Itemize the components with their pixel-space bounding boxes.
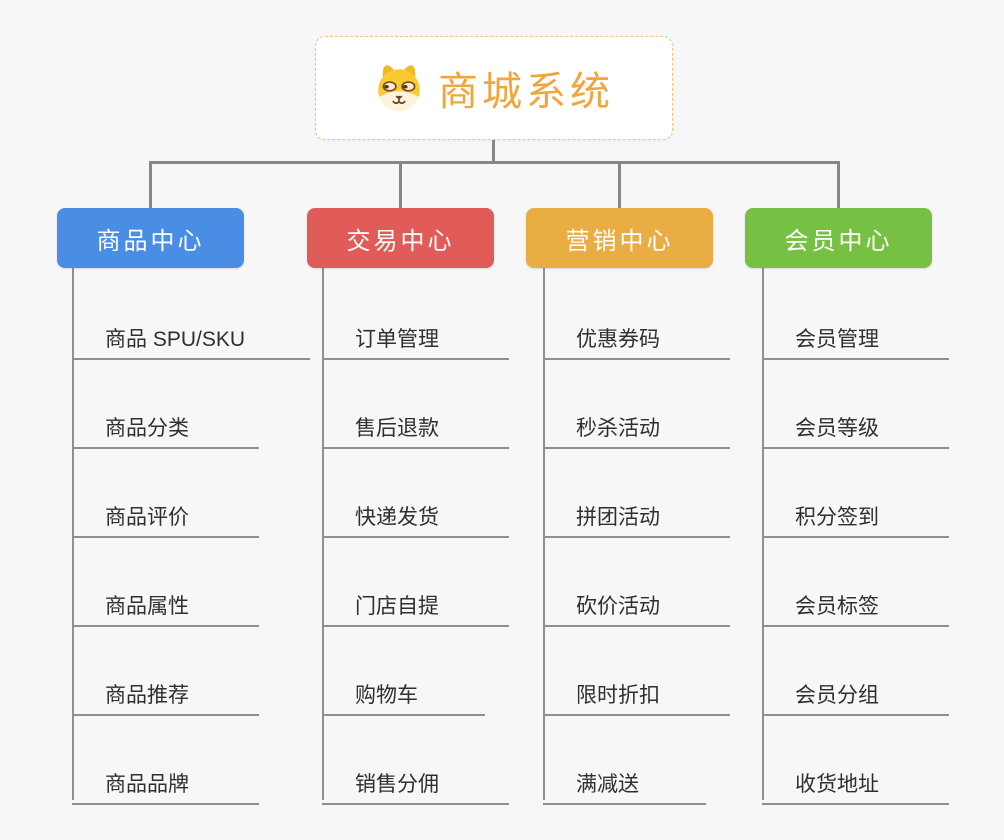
subtopic[interactable]: 订单管理 <box>322 313 509 360</box>
subtopic[interactable]: 会员等级 <box>762 402 949 449</box>
subtopic[interactable]: 收货地址 <box>762 758 949 805</box>
connector-drop-3 <box>618 161 621 208</box>
subtopic[interactable]: 商品分类 <box>72 402 259 449</box>
subtopic[interactable]: 商品品牌 <box>72 758 259 805</box>
branch-spine-1 <box>72 268 74 800</box>
branch-product-center[interactable]: 商品中心 <box>57 208 244 268</box>
root-topic-title: 商城系统 <box>438 70 614 114</box>
subtopic[interactable]: 秒杀活动 <box>543 402 730 449</box>
subtopic[interactable]: 砍价活动 <box>543 580 730 627</box>
shiba-dog-icon <box>378 65 420 111</box>
root-topic[interactable]: 商城系统 <box>315 36 673 140</box>
branch-label: 商品中心 <box>96 227 205 255</box>
subtopic[interactable]: 售后退款 <box>322 402 509 449</box>
branch-trade-center[interactable]: 交易中心 <box>307 208 494 268</box>
subtopic[interactable]: 优惠券码 <box>543 313 730 360</box>
subtopic[interactable]: 积分签到 <box>762 491 949 538</box>
subtopic[interactable]: 门店自提 <box>322 580 509 627</box>
connector-bus <box>149 161 840 164</box>
subtopic[interactable]: 会员分组 <box>762 669 949 716</box>
branch-label: 营销中心 <box>565 227 674 255</box>
branch-marketing-center[interactable]: 营销中心 <box>526 208 713 268</box>
branch-label: 交易中心 <box>346 227 455 255</box>
subtopic[interactable]: 快递发货 <box>322 491 509 538</box>
subtopic[interactable]: 会员管理 <box>762 313 949 360</box>
branch-spine-3 <box>543 268 545 800</box>
connector-drop-2 <box>399 161 402 208</box>
connector-root-stem <box>492 140 495 164</box>
subtopic[interactable]: 商品属性 <box>72 580 259 627</box>
subtopic[interactable]: 满减送 <box>543 758 706 805</box>
subtopic[interactable]: 限时折扣 <box>543 669 730 716</box>
subtopic[interactable]: 销售分佣 <box>322 758 509 805</box>
branch-member-center[interactable]: 会员中心 <box>745 208 932 268</box>
branch-spine-4 <box>762 268 764 800</box>
subtopic[interactable]: 商品评价 <box>72 491 259 538</box>
subtopic[interactable]: 购物车 <box>322 669 485 716</box>
branch-label: 会员中心 <box>784 227 893 255</box>
subtopic[interactable]: 商品 SPU/SKU <box>72 313 310 360</box>
subtopic[interactable]: 拼团活动 <box>543 491 730 538</box>
connector-drop-4 <box>837 161 840 208</box>
subtopic[interactable]: 商品推荐 <box>72 669 259 716</box>
connector-drop-1 <box>149 161 152 208</box>
branch-spine-2 <box>322 268 324 800</box>
subtopic[interactable]: 会员标签 <box>762 580 949 627</box>
